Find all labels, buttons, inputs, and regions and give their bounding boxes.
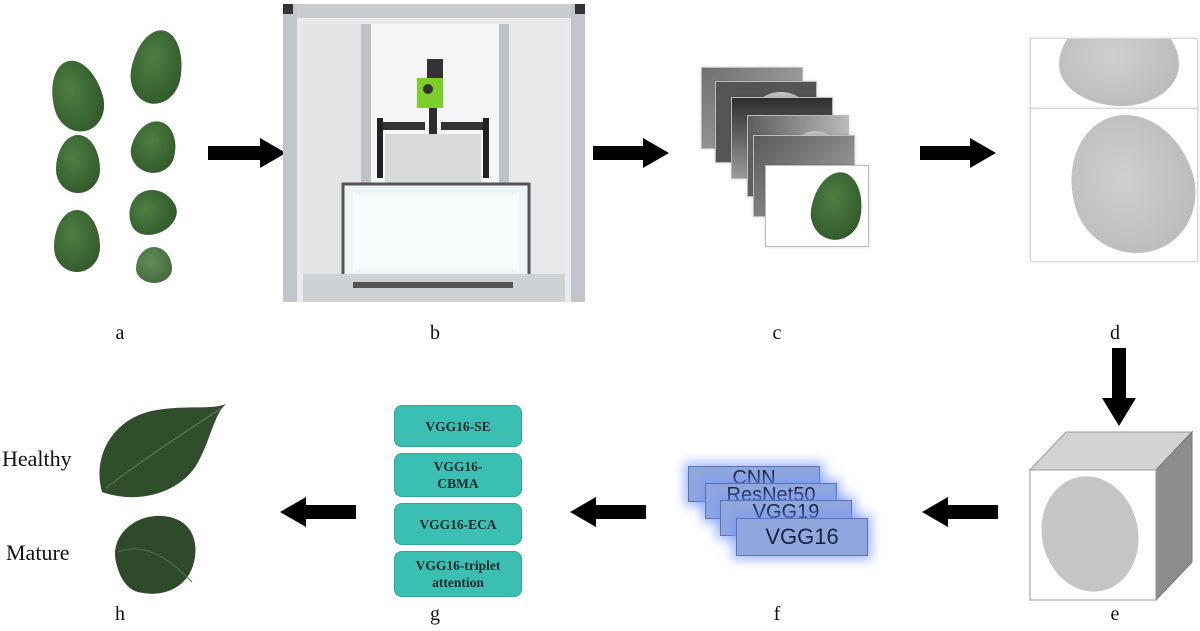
model-box-vgg16-cbma: VGG16- CBMA — [394, 453, 522, 497]
panel-label-a: a — [115, 322, 125, 344]
panel-a-leaves — [40, 25, 190, 295]
panel-label-e: e — [1110, 603, 1120, 625]
leaf-sample — [56, 135, 100, 193]
mature-leaf-image — [115, 515, 196, 594]
right-arrow-icon — [593, 138, 669, 168]
left-arrow-icon — [922, 497, 998, 527]
panel-c-image-stack — [695, 65, 875, 250]
down-arrow-icon — [1102, 348, 1136, 426]
right-arrow-icon — [208, 138, 286, 168]
class-label-mature: Mature — [6, 540, 70, 565]
network-card-vgg16: VGG16 — [736, 518, 868, 556]
panel-label-b: b — [430, 322, 440, 344]
imaging-device-photo — [283, 4, 585, 302]
leaf-sample — [120, 181, 184, 243]
panel-label-c: c — [772, 322, 782, 344]
model-box-vgg16-triplet-attention: VGG16-triplet attention — [394, 551, 522, 597]
gray-image-frame — [1030, 38, 1198, 112]
right-arrow-icon — [920, 138, 996, 168]
left-arrow-icon — [280, 497, 356, 527]
data-cube — [1028, 430, 1194, 602]
panel-label-h: h — [115, 603, 125, 625]
panel-d-gray-crops — [1030, 38, 1198, 263]
panel-label-f: f — [773, 603, 781, 625]
gray-image-frame — [1030, 108, 1198, 262]
healthy-leaf-image — [99, 404, 226, 498]
panel-label-d: d — [1110, 322, 1120, 344]
model-box-vgg16-eca: VGG16-ECA — [394, 503, 522, 545]
left-arrow-icon — [570, 497, 646, 527]
leaf-sample — [136, 247, 172, 283]
model-label: VGG16-SE — [425, 418, 491, 434]
model-label: VGG16-ECA — [419, 516, 497, 532]
model-label: VGG16- CBMA — [433, 459, 483, 491]
class-label-healthy: Healthy — [2, 446, 72, 471]
model-label: VGG16-triplet attention — [415, 558, 501, 590]
panel-label-g: g — [430, 603, 440, 625]
leaf-sample — [125, 26, 189, 108]
model-box-vgg16-se: VGG16-SE — [394, 405, 522, 447]
leaf-sample — [43, 54, 111, 138]
network-label: VGG19 — [752, 501, 820, 523]
network-label: VGG16 — [765, 524, 839, 549]
image-frame — [765, 165, 869, 247]
leaf-sample — [54, 210, 100, 272]
leaf-sample — [126, 116, 182, 178]
